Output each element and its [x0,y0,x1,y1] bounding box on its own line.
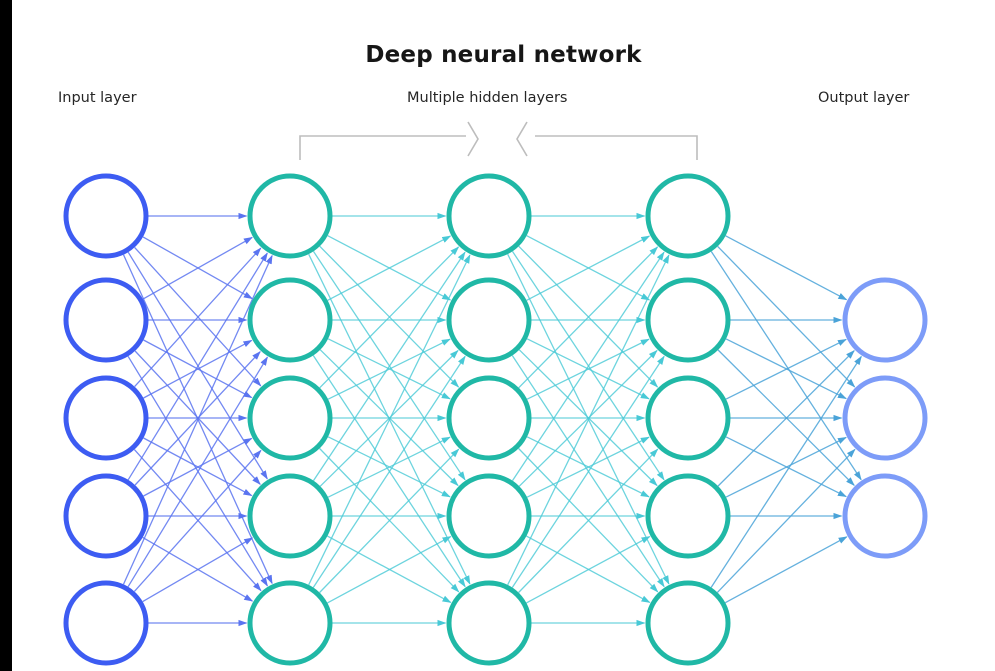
connection-l3-n3-to-l4-n0 [717,350,855,487]
connection-l2-n3-to-l3-n1 [518,349,658,487]
connection-l3-n2-to-l4-n0 [725,338,847,400]
hidden-node-3-3 [645,473,731,559]
connection-l3-n4-to-l4-n2 [724,536,848,604]
hidden-layer-3 [645,173,731,666]
neural-network-diagram [63,121,928,666]
connection-l3-n4-to-l4-n1 [716,448,856,593]
output-node-4-0 [842,277,928,363]
connection-l0-n3-to-l1-n2 [143,437,253,497]
hidden-node-2-0 [446,173,532,259]
hidden-node-3-2 [645,375,731,461]
input-layer-label: Input layer [58,90,137,106]
hidden-node-2-4 [446,580,532,666]
hidden-node-1-4 [247,580,333,666]
connection-l3-n0-to-l4-n0 [725,235,848,301]
hidden-layer-2 [446,173,532,666]
output-layer-4 [842,277,928,559]
connection-l0-n1-to-l1-n0 [142,236,253,300]
connection-l1-n3-to-l2-n2 [327,436,451,498]
input-node-0-2 [63,375,149,461]
connection-l2-n3-to-l3-n0 [511,251,665,481]
connection-l0-n3-to-l1-n1 [134,351,261,486]
hidden-node-1-0 [247,173,333,259]
hidden-layer-1 [247,173,333,666]
input-node-0-0 [63,173,149,259]
connection-l3-n4-to-l4-n0 [710,355,862,588]
connection-l0-n2-to-l1-n1 [143,339,253,399]
output-node-4-1 [842,375,928,461]
connection-l2-n4-to-l3-n1 [511,355,665,588]
connection-l1-n2-to-l2-n1 [327,338,451,400]
hidden-node-3-1 [645,277,731,363]
connections [122,212,862,627]
connection-l1-n3-to-l2-n0 [312,251,466,481]
connection-l3-n0-to-l4-n2 [710,251,862,481]
connection-l0-n4-to-l1-n1 [127,356,268,588]
connection-l0-n4-to-l1-n2 [133,449,262,592]
output-node-4-2 [842,473,928,559]
hidden-node-1-2 [247,375,333,461]
connection-l2-n4-to-l3-n3 [526,536,651,604]
hidden-node-2-2 [446,375,532,461]
connection-l3-n0-to-l4-n1 [717,245,856,388]
connection-l1-n4-to-l2-n0 [308,254,471,586]
connection-l2-n4-to-l3-n2 [518,448,659,593]
hidden-node-3-0 [645,173,731,259]
connection-l3-n3-to-l4-n1 [725,436,847,498]
input-layer-0 [63,173,149,666]
input-node-0-4 [63,580,149,666]
connection-l1-n1-to-l2-n0 [327,235,452,301]
connection-l2-n1-to-l3-n0 [526,235,651,301]
input-node-0-1 [63,277,149,363]
hidden-node-1-3 [247,473,333,559]
connection-l2-n2-to-l3-n1 [526,338,650,400]
connection-l1-n4-to-l2-n2 [319,448,460,593]
connection-l2-n4-to-l3-n0 [507,254,670,586]
hidden-layers-label: Multiple hidden layers [407,90,568,106]
hidden-node-2-1 [446,277,532,363]
connection-l1-n4-to-l2-n1 [312,355,466,588]
input-node-0-3 [63,473,149,559]
connection-l0-n4-to-l1-n0 [122,254,273,585]
hidden-node-3-4 [645,580,731,666]
diagram-title: Deep neural network [365,42,642,68]
hidden-node-1-1 [247,277,333,363]
connection-l1-n3-to-l2-n1 [319,349,459,487]
connection-l0-n2-to-l1-n0 [134,247,262,388]
output-layer-label: Output layer [818,90,910,106]
hidden-layers-bracket [299,121,698,160]
connection-l2-n2-to-l3-n0 [518,246,659,389]
diagram-canvas: Deep neural network Input layer Multiple… [12,0,995,671]
hidden-node-2-3 [446,473,532,559]
connection-l2-n3-to-l3-n2 [526,436,650,498]
connection-l1-n2-to-l2-n0 [319,246,460,389]
connection-l0-n3-to-l1-n0 [127,252,268,481]
connection-l0-n4-to-l1-n3 [142,537,254,603]
connection-l1-n4-to-l2-n3 [327,536,452,604]
